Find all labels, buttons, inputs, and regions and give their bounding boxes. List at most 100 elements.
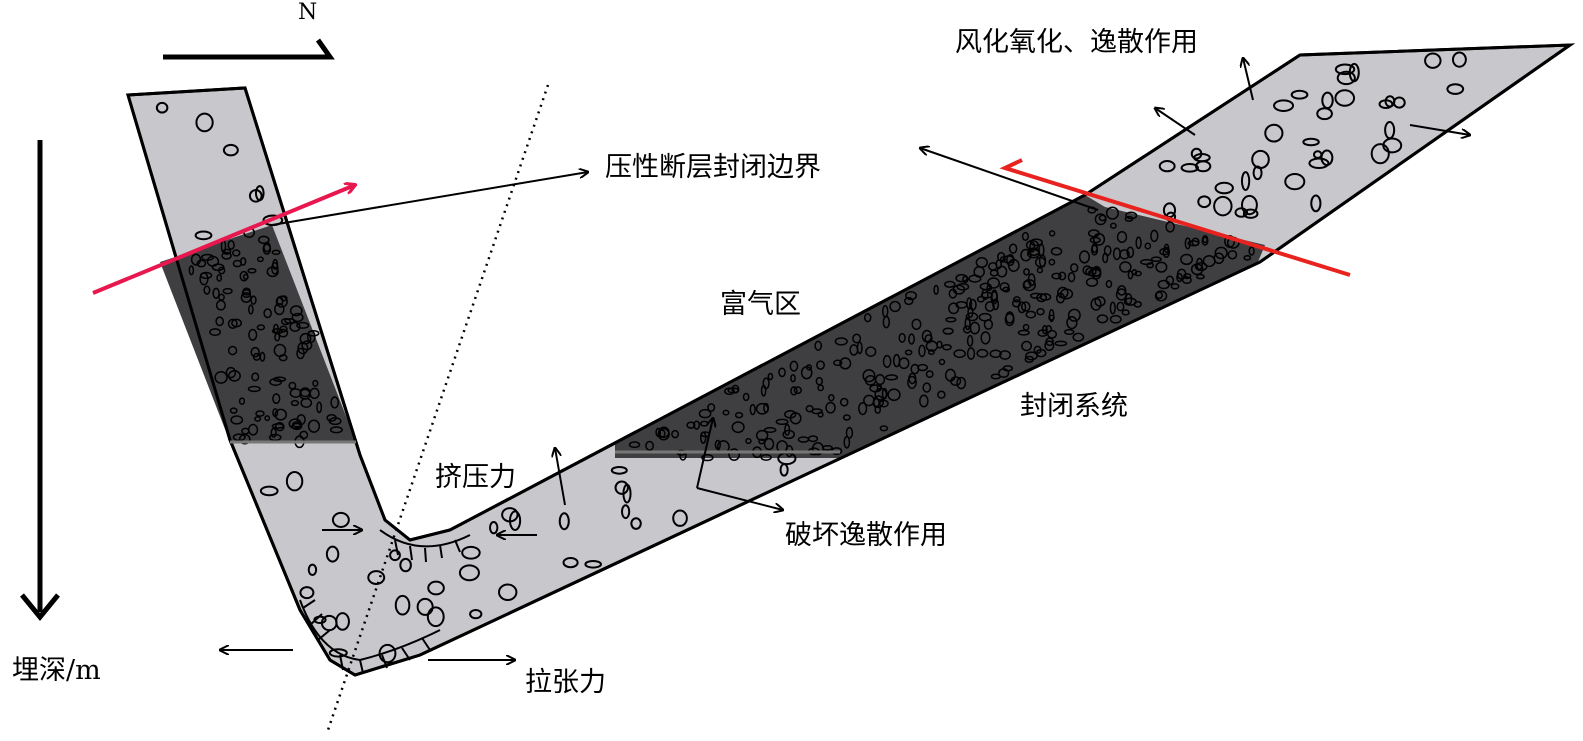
pore-ellipse <box>1197 195 1212 209</box>
pore-ellipse <box>1127 270 1134 280</box>
pore-ellipse <box>790 373 796 383</box>
pore-ellipse <box>273 343 287 358</box>
pore-ellipse <box>984 301 995 312</box>
pore-ellipse <box>1451 51 1467 68</box>
pore-ellipse <box>1135 236 1142 250</box>
pore-ellipse <box>816 360 825 370</box>
pore-ellipse <box>209 328 221 337</box>
pore-ellipse <box>805 404 814 413</box>
pore-ellipse <box>904 349 913 356</box>
pore-ellipse <box>461 545 481 560</box>
pore-ellipse <box>199 271 213 280</box>
pore-ellipse <box>427 580 445 596</box>
pore-ellipse <box>953 349 967 359</box>
pore-ellipse <box>290 399 299 407</box>
pore-ellipse <box>1063 328 1075 336</box>
pore-ellipse <box>278 328 289 338</box>
pore-ellipse <box>956 376 967 390</box>
pore-ellipse <box>247 267 257 274</box>
pore-ellipse <box>955 273 968 283</box>
pore-ellipse <box>942 343 952 351</box>
pore-ellipse <box>1240 171 1251 191</box>
pore-ellipse <box>1036 293 1048 303</box>
label-destruction: 破坏逸散作用 <box>785 520 947 551</box>
pore-ellipse <box>1119 249 1130 260</box>
pore-ellipse <box>628 441 641 449</box>
pore-ellipse <box>222 143 239 157</box>
pore-ellipse <box>933 284 939 295</box>
pore-ellipse <box>917 363 929 372</box>
pore-ellipse <box>822 444 833 451</box>
pore-ellipse <box>852 333 862 344</box>
pore-ellipse <box>908 372 917 385</box>
pore-ellipse <box>1029 241 1036 253</box>
pore-ellipse <box>755 402 769 415</box>
pore-ellipse <box>1024 355 1035 363</box>
pore-ellipse <box>614 480 629 495</box>
pore-ellipse <box>1017 301 1027 314</box>
pore-ellipse <box>1336 70 1356 86</box>
pore-ellipse <box>266 266 279 278</box>
pore-ellipse <box>825 401 836 414</box>
pore-ellipse <box>227 370 241 382</box>
pore-ellipse <box>863 312 872 323</box>
pore-ellipse <box>698 408 712 419</box>
pore-ellipse <box>1180 163 1199 173</box>
pore-ellipse <box>1165 275 1175 286</box>
pore-ellipse <box>887 388 901 402</box>
pore-ellipse <box>1214 181 1234 195</box>
pore-ellipse <box>389 549 401 562</box>
label-closed-system: 封闭系统 <box>1020 391 1128 422</box>
pore-ellipse <box>1134 270 1142 277</box>
pore-ellipse <box>394 594 411 616</box>
pore-ellipse <box>328 648 348 658</box>
pore-ellipse <box>731 421 745 434</box>
pore-ellipse <box>1180 253 1194 266</box>
pore-ellipse <box>227 318 238 329</box>
pore-ellipse <box>620 504 631 520</box>
pore-ellipse <box>214 370 228 384</box>
pore-ellipse <box>257 235 270 245</box>
pore-ellipse <box>1446 83 1465 95</box>
pore-ellipse <box>672 509 688 527</box>
pore-ellipse <box>331 511 350 528</box>
pore-ellipse <box>731 384 740 394</box>
pore-ellipse <box>1048 230 1056 237</box>
pore-ellipse <box>885 374 899 381</box>
pore-ellipse <box>284 318 296 324</box>
pore-ellipse <box>962 275 969 284</box>
pore-ellipse <box>299 586 315 600</box>
pore-ellipse <box>1093 232 1106 246</box>
pore-ellipse <box>990 373 1001 380</box>
pore-ellipse <box>248 328 258 341</box>
pore-ellipse <box>1121 309 1130 316</box>
pore-ellipse <box>1002 365 1014 372</box>
pore-ellipse <box>288 381 297 390</box>
pore-ellipse <box>1067 308 1081 322</box>
pore-ellipse <box>948 302 960 315</box>
depth-arrow-head-icon <box>20 593 60 621</box>
pore-ellipse <box>919 394 929 408</box>
pore-ellipse <box>312 379 319 387</box>
pore-ellipse <box>1123 297 1137 306</box>
pore-ellipse <box>309 387 320 400</box>
pore-ellipse <box>833 359 843 367</box>
pore-ellipse <box>1176 272 1183 283</box>
pore-ellipse <box>279 325 288 333</box>
pore-ellipse <box>1214 246 1228 260</box>
pore-ellipse <box>699 431 707 444</box>
pore-ellipse <box>259 485 279 497</box>
pore-ellipse <box>509 510 522 531</box>
pore-ellipse <box>1125 211 1138 220</box>
pore-ellipse <box>399 557 412 573</box>
pore-ellipse <box>1002 286 1011 293</box>
pore-ellipse <box>299 430 309 440</box>
pore-ellipse <box>975 256 988 268</box>
pore-ellipse <box>1067 272 1076 283</box>
pore-ellipse <box>989 349 1002 359</box>
pore-ellipse <box>658 426 670 439</box>
pore-ellipse <box>272 393 281 405</box>
pore-ellipse <box>222 287 233 295</box>
pore-ellipse <box>889 300 901 313</box>
pore-ellipse <box>671 429 680 439</box>
